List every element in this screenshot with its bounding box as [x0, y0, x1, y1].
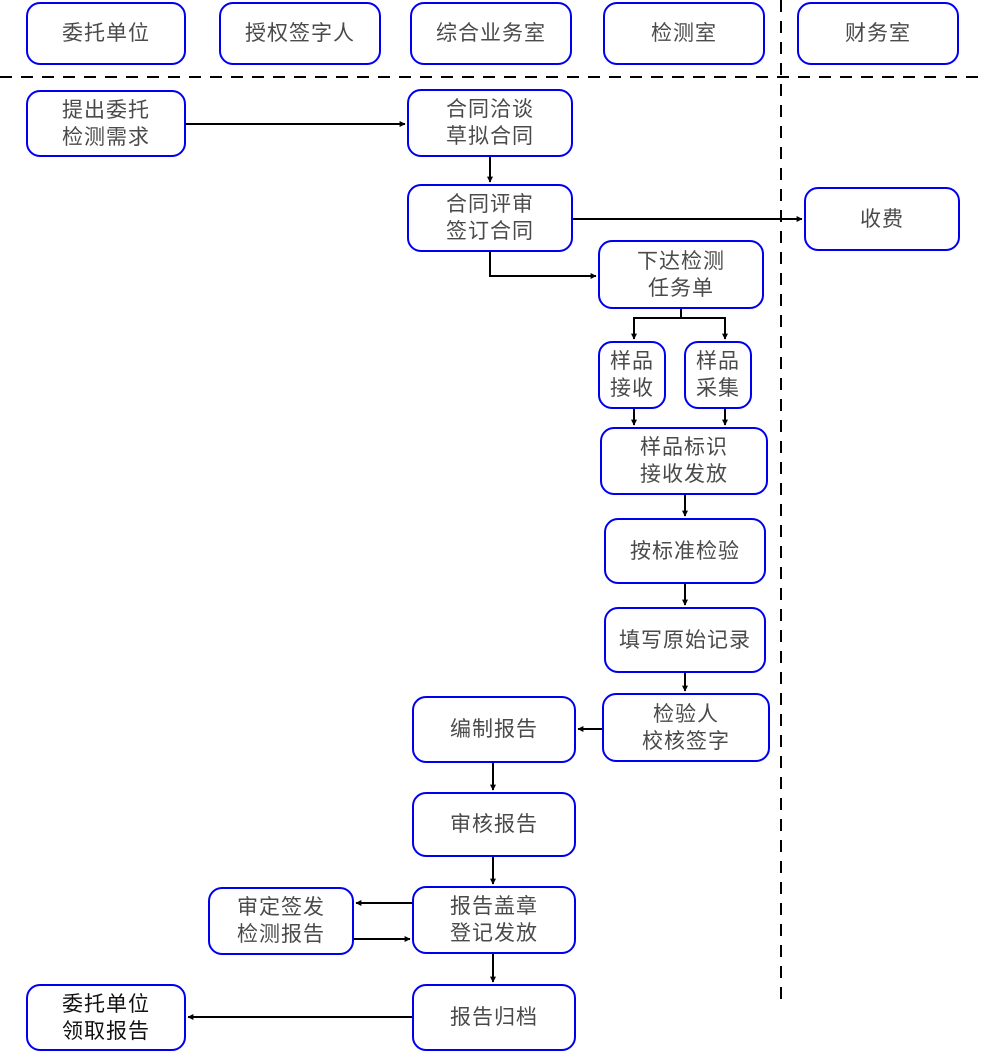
node-review-report: 审核报告 — [412, 792, 576, 857]
node-line: 填写原始记录 — [619, 627, 751, 652]
node-line: 委托单位 — [62, 991, 150, 1016]
node-line: 合同洽谈 — [446, 97, 534, 121]
node-approve-report: 审定签发检测报告 — [208, 887, 354, 955]
node-line: 样品 — [696, 349, 740, 373]
node-line: 报告归档 — [450, 1005, 538, 1029]
connectors — [186, 121, 803, 1020]
connector-issue-task-to-sample-collect — [681, 317, 728, 340]
node-line: 草拟合同 — [446, 124, 534, 148]
node-stamp-report: 报告盖章登记发放 — [412, 886, 576, 954]
lane-header-signatory-label: 授权签字人 — [245, 21, 355, 45]
node-line: 采集 — [696, 376, 740, 400]
node-line: 提出委托 — [62, 97, 150, 122]
node-line: 检验人 — [653, 701, 719, 726]
node-line: 审定签发 — [237, 895, 325, 919]
node-sample-label: 样品标识接收发放 — [600, 427, 768, 495]
node-line: 校核签字 — [642, 728, 730, 753]
node-line: 合同评审 — [446, 192, 534, 216]
node-line: 收费 — [860, 206, 904, 231]
node-issue-task: 下达检测任务单 — [598, 240, 764, 309]
node-line: 下达检测 — [637, 248, 725, 273]
lane-header-finance-label: 财务室 — [845, 21, 911, 45]
lane-header-business-label: 综合业务室 — [436, 21, 546, 45]
node-test-by-standard: 按标准检验 — [604, 518, 766, 584]
node-client-collect: 委托单位领取报告 — [26, 984, 186, 1051]
node-line: 审核报告 — [450, 812, 538, 836]
node-line: 领取报告 — [62, 1018, 150, 1043]
node-compile-report: 编制报告 — [412, 696, 576, 763]
node-inspector-sign: 检验人校核签字 — [602, 693, 770, 762]
lane-header-signatory: 授权签字人 — [219, 2, 381, 65]
node-line: 接收 — [610, 376, 654, 400]
connector-issue-task-to-sample-receive — [631, 309, 682, 340]
lane-header-testing: 检测室 — [603, 2, 765, 65]
node-negotiate-contract: 合同洽谈草拟合同 — [407, 89, 573, 157]
node-line: 登记发放 — [450, 921, 538, 945]
node-line: 检测需求 — [62, 124, 150, 149]
lane-header-business: 综合业务室 — [410, 2, 572, 65]
lane-header-client: 委托单位 — [26, 2, 186, 65]
node-sample-receive: 样品接收 — [598, 341, 666, 409]
lane-header-client-label: 委托单位 — [62, 21, 150, 45]
node-line: 检测报告 — [237, 922, 325, 946]
node-sample-collect: 样品采集 — [684, 341, 752, 409]
lane-header-testing-label: 检测室 — [651, 21, 717, 45]
node-submit-request: 提出委托检测需求 — [26, 90, 186, 157]
node-review-contract: 合同评审签订合同 — [407, 184, 573, 252]
connector-review-contract-to-issue-task — [489, 252, 597, 279]
node-line: 编制报告 — [450, 717, 538, 741]
node-line: 接收发放 — [640, 462, 728, 486]
node-charge-fee: 收费 — [804, 187, 960, 251]
node-line: 样品标识 — [640, 435, 728, 459]
node-fill-records: 填写原始记录 — [604, 607, 766, 673]
node-line: 任务单 — [648, 275, 714, 300]
node-archive-report: 报告归档 — [412, 984, 576, 1051]
node-line: 报告盖章 — [450, 894, 538, 918]
node-line: 样品 — [610, 349, 654, 373]
node-line: 按标准检验 — [630, 538, 740, 563]
lane-header-finance: 财务室 — [797, 2, 959, 65]
node-line: 签订合同 — [446, 219, 534, 243]
